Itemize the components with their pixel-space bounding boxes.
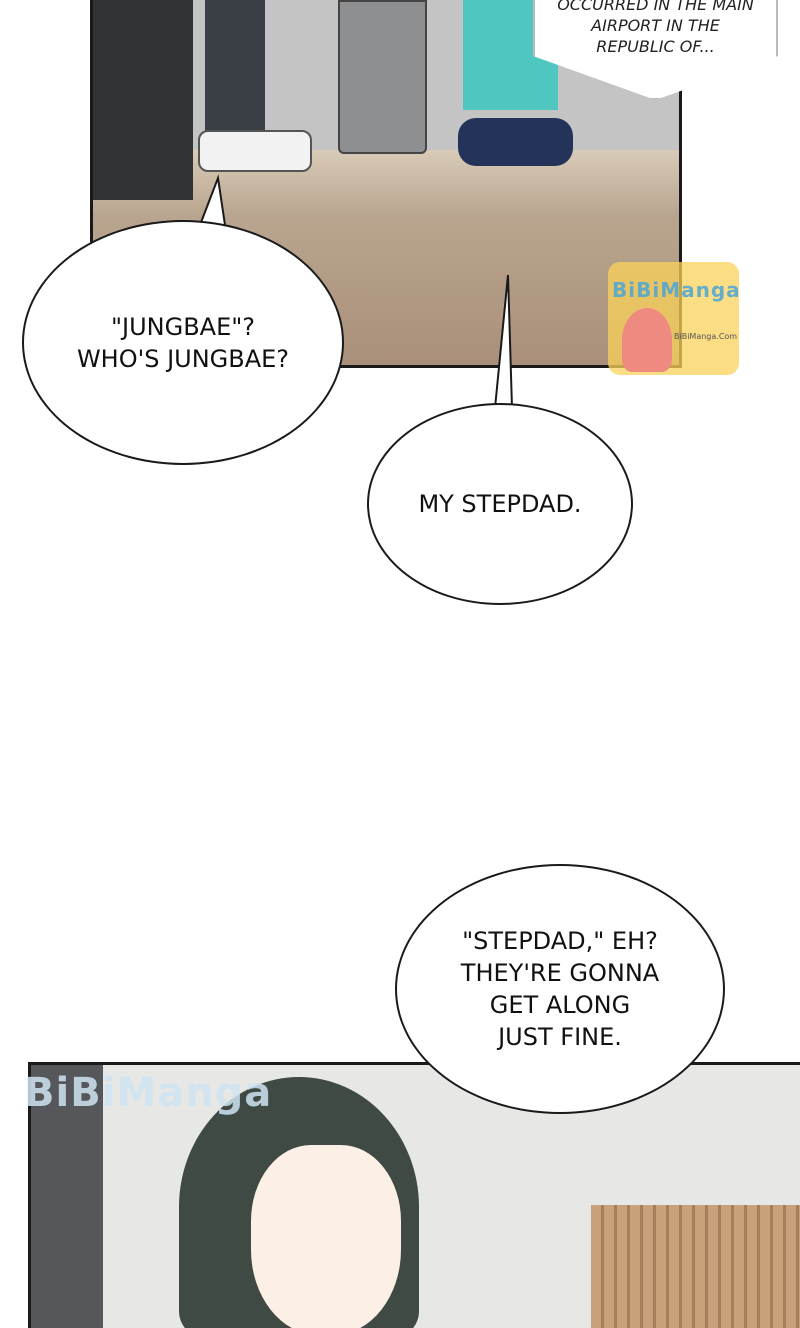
bubble-line: THEY'RE GONNA	[460, 959, 660, 987]
bubble-line: GET ALONG	[489, 991, 631, 1019]
caption-line: OCCURRED IN THE MAIN	[557, 0, 754, 14]
bubble-line: MY STEPDAD.	[418, 490, 582, 518]
watermark-brand: BiBiManga	[612, 278, 741, 302]
suitcase	[338, 0, 427, 154]
bubble-line: "STEPDAD," EH?	[462, 927, 658, 955]
mascot-icon	[622, 308, 672, 372]
bubble-tail	[198, 174, 227, 226]
white-sneakers	[198, 130, 312, 172]
watermark-badge: BiBiManga BiBiManga.Com	[608, 262, 741, 375]
pillar	[31, 1065, 103, 1328]
wood-wall	[591, 1205, 800, 1328]
watermark-brand: BiBiManga	[24, 1070, 273, 1116]
speech-bubble: MY STEPDAD.	[367, 403, 633, 605]
bubble-line: "JUNGBAE"?	[110, 312, 256, 341]
caption-line: REPUBLIC OF...	[596, 37, 715, 56]
navy-slippers	[458, 118, 573, 166]
bubble-line: WHO'S JUNGBAE?	[76, 344, 290, 373]
thought-bubble: "STEPDAD," EH? THEY'RE GONNA GET ALONG J…	[395, 864, 725, 1114]
bubble-line: JUST FINE.	[498, 1023, 622, 1051]
speech-bubble: "JUNGBAE"? WHO'S JUNGBAE?	[22, 220, 344, 465]
comic-panel-woman	[28, 1062, 800, 1328]
watermark-site: BiBiManga.Com	[674, 332, 738, 341]
woman-face	[251, 1145, 401, 1328]
character-legs-left	[205, 0, 265, 140]
bubble-tail	[493, 274, 514, 409]
caption-line: AIRPORT IN THE	[591, 16, 720, 35]
door-frame	[93, 0, 193, 200]
